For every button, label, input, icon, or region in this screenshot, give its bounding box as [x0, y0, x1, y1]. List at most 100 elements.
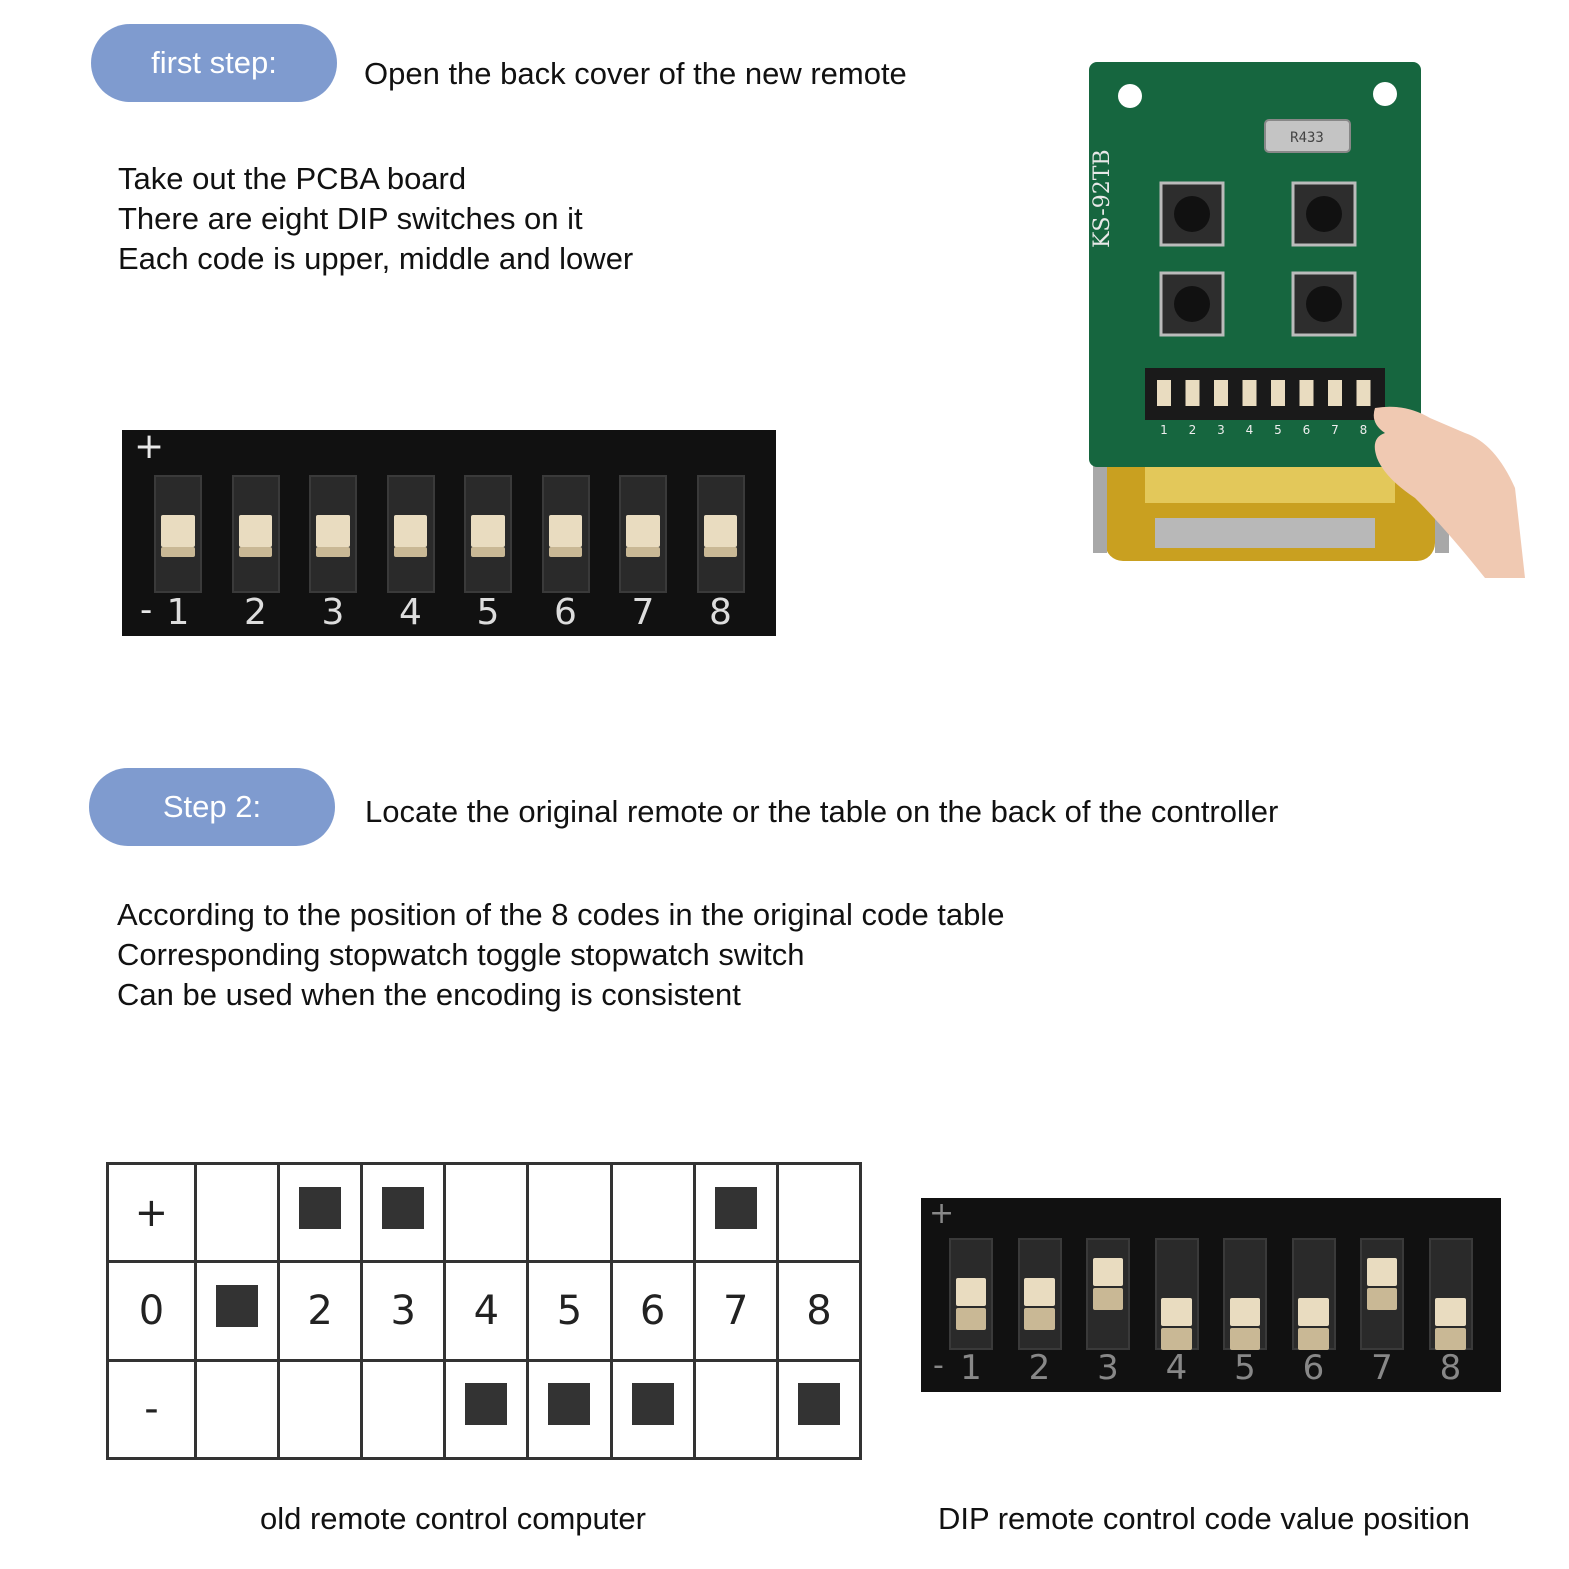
switch-knob — [548, 515, 583, 547]
pcb-switch-number: 4 — [1246, 423, 1254, 437]
pcb-switch-number: 1 — [1160, 423, 1168, 437]
dip-switch-2 — [231, 475, 280, 593]
step2-line: Corresponding stopwatch toggle stopwatch… — [117, 937, 805, 972]
pcb-dip-switch-6 — [1299, 380, 1314, 406]
code-cell — [692, 1161, 779, 1264]
switch-knob — [1161, 1298, 1192, 1326]
step1-line: Take out the PCBA board — [118, 161, 467, 196]
dip-switch-8 — [1428, 1238, 1473, 1350]
code-cell — [276, 1161, 364, 1264]
plus-mark: + — [134, 426, 165, 467]
caption-left: old remote control computer — [260, 1501, 646, 1536]
code-cell — [775, 1358, 863, 1461]
plus-mark: + — [929, 1196, 955, 1231]
model-label: KS-92TB — [1090, 149, 1115, 248]
code-cell — [609, 1161, 696, 1264]
switch-knob-shadow — [1229, 1328, 1261, 1350]
switch-knob — [393, 515, 428, 547]
code-marker — [797, 1383, 840, 1426]
dip-switch-6 — [541, 475, 590, 593]
switch-knob — [316, 515, 350, 547]
row-label: - — [106, 1358, 197, 1461]
code-cell: 4 — [443, 1260, 530, 1362]
pcb-switch-number: 7 — [1331, 423, 1339, 437]
code-cell: 6 — [609, 1260, 696, 1362]
step2-badge: Step 2: — [89, 768, 335, 846]
dip-switch-6 — [1291, 1238, 1336, 1350]
switch-knob-shadow — [1366, 1288, 1398, 1310]
code-table-row: + — [106, 1161, 863, 1264]
code-marker — [465, 1383, 508, 1426]
code-marker — [215, 1284, 258, 1327]
code-marker — [299, 1186, 342, 1229]
switch-knob — [1092, 1258, 1124, 1286]
switch-knob — [1229, 1298, 1261, 1326]
switch-number: 7 — [631, 592, 655, 633]
switch-knob-shadow — [471, 547, 505, 557]
step1-instructions: Take out the PCBA board There are eight … — [118, 159, 633, 279]
switch-knob-shadow — [1435, 1328, 1466, 1350]
code-cell — [775, 1161, 863, 1264]
crystal-label: R433 — [1290, 130, 1324, 146]
switch-knob — [1435, 1298, 1466, 1326]
code-cell — [360, 1358, 447, 1461]
pcb-dip-switch-5 — [1271, 380, 1285, 406]
switch-knob-shadow — [955, 1308, 987, 1330]
switch-number: 8 — [709, 592, 732, 633]
row-label: 0 — [106, 1260, 197, 1362]
switch-number: 4 — [1165, 1348, 1188, 1388]
switch-number: 1 — [960, 1348, 982, 1388]
code-cell — [193, 1161, 280, 1264]
switch-number: 8 — [1439, 1348, 1462, 1388]
pcb-dip-switch-7 — [1328, 380, 1342, 406]
switch-number: 3 — [1097, 1348, 1119, 1388]
switch-number: 6 — [554, 592, 577, 633]
code-cell: 5 — [526, 1260, 613, 1362]
code-cell — [526, 1358, 613, 1461]
step2-heading: Locate the original remote or the table … — [365, 794, 1279, 829]
switch-knob — [1298, 1298, 1329, 1326]
code-cell — [692, 1358, 779, 1461]
switch-knob — [955, 1278, 987, 1306]
step1-badge: first step: — [91, 24, 337, 102]
switch-number: 6 — [1302, 1348, 1325, 1388]
step1-badge-label: first step: — [151, 45, 277, 80]
code-cell — [609, 1358, 696, 1461]
code-marker — [631, 1383, 674, 1426]
pcb-dip-switch-4 — [1242, 380, 1257, 406]
switch-number: 7 — [1371, 1348, 1393, 1388]
switch-knob-shadow — [1298, 1328, 1329, 1350]
code-cell — [193, 1260, 280, 1362]
code-cell — [443, 1358, 530, 1461]
pcb-dip-switch-1 — [1157, 380, 1171, 406]
switch-knob — [703, 515, 738, 547]
switch-knob — [1024, 1278, 1055, 1306]
switch-number: 5 — [476, 592, 500, 633]
code-marker — [714, 1186, 757, 1229]
pcb-switch-number: 3 — [1217, 423, 1225, 437]
pcb-dip-switch-2 — [1185, 380, 1200, 406]
dip-switch-3 — [309, 475, 357, 593]
dip-switch-5 — [1223, 1238, 1267, 1350]
dip-switch-5 — [464, 475, 512, 593]
switch-knob-shadow — [548, 547, 583, 557]
switch-number: 1 — [166, 592, 190, 633]
row-label: + — [106, 1161, 197, 1264]
switch-number: 5 — [1234, 1348, 1256, 1388]
step2-line: Can be used when the encoding is consist… — [117, 977, 741, 1012]
switch-knob-shadow — [626, 547, 660, 557]
switch-knob — [161, 515, 195, 547]
dip-switch-1 — [154, 475, 202, 593]
dip-switch-4 — [386, 475, 435, 593]
switch-knob — [626, 515, 660, 547]
code-cell: 7 — [692, 1260, 779, 1362]
dip-switch-7 — [1360, 1238, 1404, 1350]
switch-number: 3 — [321, 592, 345, 633]
switch-knob — [1366, 1258, 1398, 1286]
pcb-switch-number: 8 — [1360, 423, 1368, 437]
switch-knob-shadow — [238, 547, 273, 557]
